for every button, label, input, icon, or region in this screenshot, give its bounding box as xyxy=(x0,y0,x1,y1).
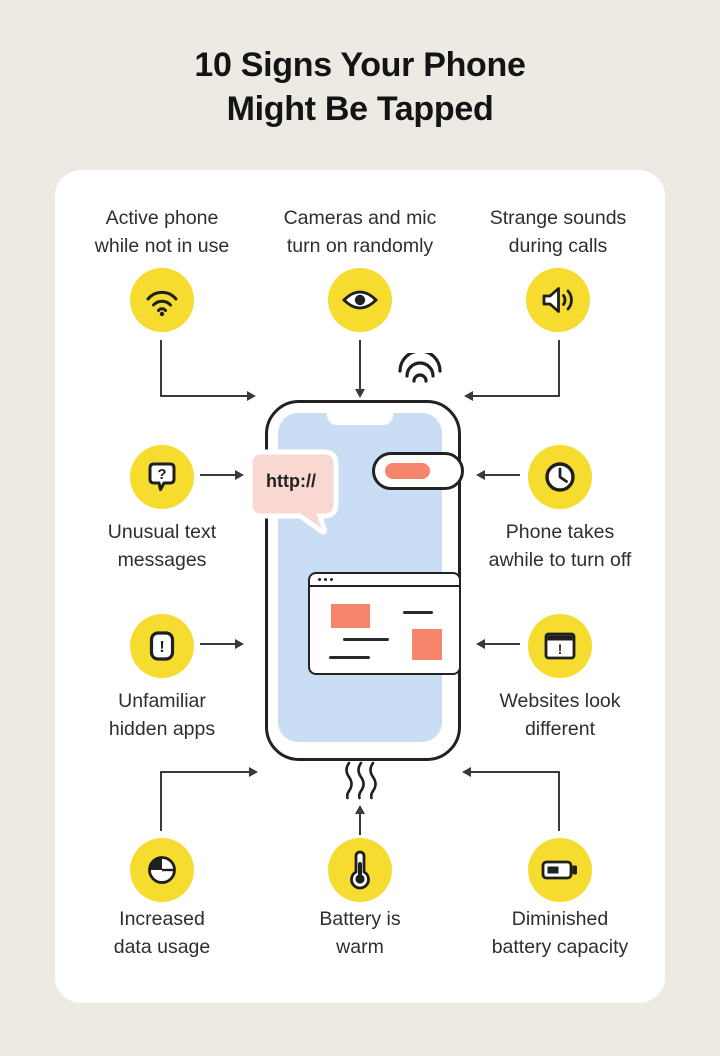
connector-top-left-horizontal xyxy=(160,395,248,397)
sign-label-cameras-mic: Cameras and mic turn on randomly xyxy=(283,207,437,257)
url-bubble xyxy=(241,446,343,536)
pie-chart-icon xyxy=(130,838,194,902)
arrowhead-mid-left-1 xyxy=(235,470,244,480)
connector-top-right-horizontal xyxy=(472,395,560,397)
connector-mid-right-1 xyxy=(484,474,520,476)
sign-label-data-usage: Increased data usage xyxy=(113,908,211,958)
wifi-icon xyxy=(130,268,194,332)
arrowhead-top-center xyxy=(355,389,365,398)
page-title: 10 Signs Your Phone Might Be Tapped xyxy=(194,46,526,128)
connector-bottom-left-horizontal xyxy=(160,771,250,773)
sign-label-warm-battery: Battery is warm xyxy=(319,908,401,958)
eye-icon xyxy=(328,268,392,332)
question-bubble-icon: ? xyxy=(130,445,194,509)
browser-text-line xyxy=(403,611,433,614)
arrowhead-top-left xyxy=(247,391,256,401)
connector-mid-right-2 xyxy=(484,643,520,645)
browser-dot xyxy=(318,578,321,581)
phone-notch xyxy=(327,411,393,425)
battery-icon xyxy=(528,838,592,902)
signal-waves-icon xyxy=(393,353,447,395)
speaker-icon xyxy=(526,268,590,332)
arrowhead-top-right xyxy=(464,391,473,401)
heat-waves-icon xyxy=(339,760,385,804)
sign-label-hidden-apps: Unfamiliar hidden apps xyxy=(108,690,216,740)
browser-alert-icon: ! xyxy=(528,614,592,678)
sign-label-battery-capacity: Diminished battery capacity xyxy=(491,908,629,958)
connector-top-left-vertical xyxy=(160,340,162,397)
power-slider xyxy=(372,452,464,490)
browser-dot xyxy=(330,578,333,581)
connector-top-center-vertical xyxy=(359,340,361,390)
arrowhead-mid-right-1 xyxy=(476,470,485,480)
connector-mid-left-2 xyxy=(200,643,236,645)
arrowhead-mid-right-2 xyxy=(476,639,485,649)
arrowhead-bottom-right xyxy=(462,767,471,777)
connector-mid-left-1 xyxy=(200,474,236,476)
svg-text:!: ! xyxy=(558,642,563,657)
connector-top-right-vertical xyxy=(558,340,560,397)
svg-text:?: ? xyxy=(157,466,166,483)
browser-dot xyxy=(324,578,327,581)
arrowhead-bottom-center xyxy=(355,805,365,814)
sign-label-strange-sounds: Strange sounds during calls xyxy=(489,207,627,257)
sign-label-slow-power-off: Phone takes awhile to turn off xyxy=(488,521,632,571)
sign-label-websites-different: Websites look different xyxy=(499,690,621,740)
browser-text-line xyxy=(329,656,370,659)
browser-window xyxy=(308,572,461,675)
url-bubble-text: http:// xyxy=(266,471,316,491)
connector-bottom-center-vertical xyxy=(359,813,361,835)
sign-label-active-phone: Active phone while not in use xyxy=(94,207,230,257)
connector-bottom-right-vertical xyxy=(558,771,560,831)
browser-text-line xyxy=(343,638,389,641)
thermometer-icon xyxy=(328,838,392,902)
arrowhead-mid-left-2 xyxy=(235,639,244,649)
exclamation-app-icon: ! xyxy=(130,614,194,678)
sign-label-unusual-texts: Unusual text messages xyxy=(107,521,217,571)
connector-bottom-right-horizontal xyxy=(470,771,560,773)
arrowhead-bottom-left xyxy=(249,767,258,777)
power-slider-handle xyxy=(385,463,430,479)
connector-bottom-left-vertical xyxy=(160,771,162,831)
browser-image-block xyxy=(331,604,370,628)
browser-image-block xyxy=(412,629,442,660)
browser-titlebar xyxy=(310,574,459,587)
clock-icon xyxy=(528,445,592,509)
svg-text:!: ! xyxy=(159,639,164,656)
